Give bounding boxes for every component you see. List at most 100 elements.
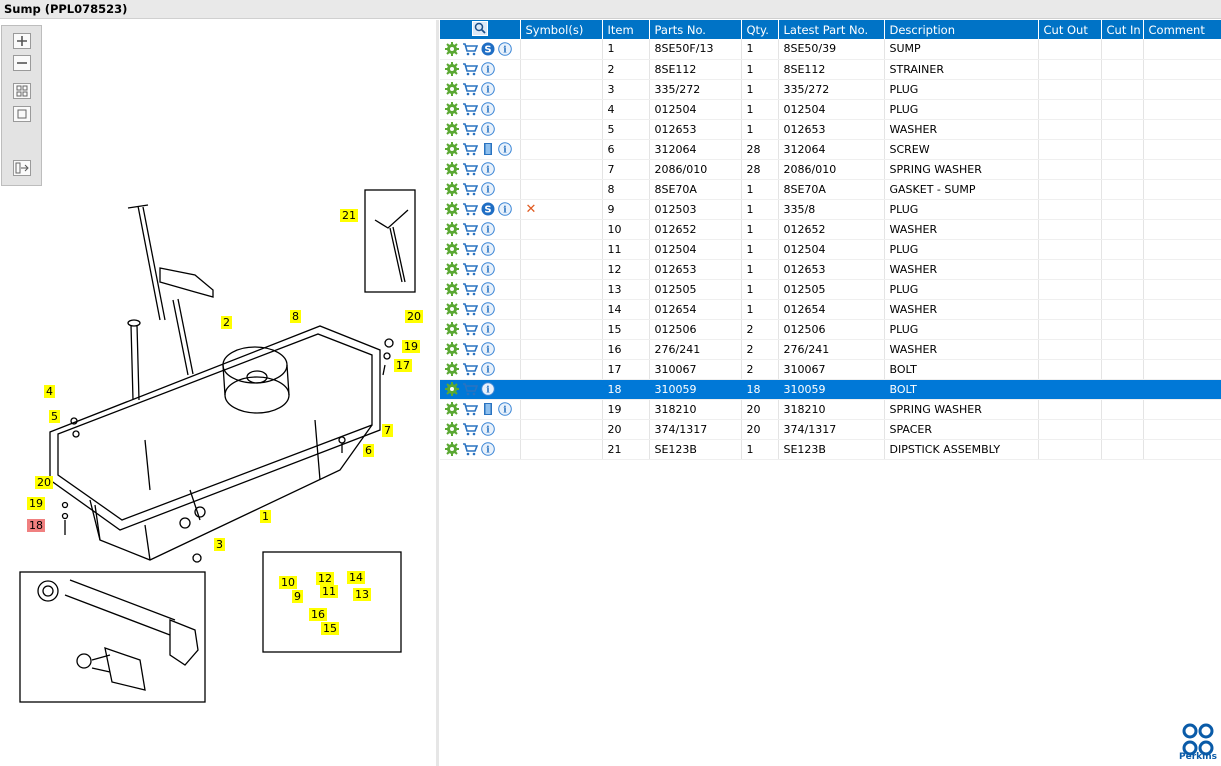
callout-19a[interactable]: 19 bbox=[402, 340, 420, 353]
gear-icon[interactable] bbox=[445, 402, 459, 416]
info-icon[interactable]: i bbox=[481, 122, 495, 136]
callout-20a[interactable]: 20 bbox=[405, 310, 423, 323]
info-icon[interactable]: i bbox=[481, 442, 495, 456]
cart-icon[interactable] bbox=[462, 122, 478, 136]
col-symbols[interactable]: Symbol(s) bbox=[520, 20, 603, 39]
callout-7[interactable]: 7 bbox=[382, 424, 393, 437]
info-icon[interactable]: i bbox=[498, 402, 512, 416]
cart-icon[interactable] bbox=[462, 382, 478, 396]
cart-icon[interactable] bbox=[462, 142, 478, 156]
col-cut-in[interactable]: Cut In bbox=[1101, 20, 1144, 39]
info-icon[interactable]: i bbox=[481, 362, 495, 376]
info-icon[interactable]: i bbox=[481, 382, 495, 396]
info-icon[interactable]: i bbox=[481, 102, 495, 116]
cart-icon[interactable] bbox=[462, 42, 478, 56]
callout-12[interactable]: 12 bbox=[316, 572, 334, 585]
gear-icon[interactable] bbox=[445, 102, 459, 116]
col-parts-no[interactable]: Parts No. bbox=[649, 20, 742, 39]
callout-13[interactable]: 13 bbox=[353, 588, 371, 601]
cart-icon[interactable] bbox=[462, 442, 478, 456]
supersession-icon[interactable]: S bbox=[481, 202, 495, 216]
callout-3[interactable]: 3 bbox=[214, 538, 225, 551]
gear-icon[interactable] bbox=[445, 62, 459, 76]
info-icon[interactable]: i bbox=[481, 222, 495, 236]
actual-size-button[interactable] bbox=[13, 106, 31, 122]
gear-icon[interactable] bbox=[445, 442, 459, 456]
cart-icon[interactable] bbox=[462, 182, 478, 196]
callout-6[interactable]: 6 bbox=[363, 444, 374, 457]
callout-11[interactable]: 11 bbox=[320, 585, 338, 598]
cart-icon[interactable] bbox=[462, 362, 478, 376]
zoom-out-button[interactable] bbox=[13, 55, 31, 71]
callout-5[interactable]: 5 bbox=[49, 410, 60, 423]
info-icon[interactable]: i bbox=[481, 62, 495, 76]
cart-icon[interactable] bbox=[462, 222, 478, 236]
col-item[interactable]: Item bbox=[602, 20, 650, 39]
gear-icon[interactable] bbox=[445, 322, 459, 336]
callout-18[interactable]: 18 bbox=[27, 519, 45, 532]
export-button[interactable] bbox=[13, 160, 31, 176]
info-icon[interactable]: i bbox=[481, 262, 495, 276]
callout-21[interactable]: 21 bbox=[340, 209, 358, 222]
callout-17[interactable]: 17 bbox=[394, 359, 412, 372]
zoom-in-button[interactable] bbox=[13, 33, 31, 49]
cart-icon[interactable] bbox=[462, 422, 478, 436]
kit-book-icon[interactable] bbox=[481, 142, 495, 156]
cart-icon[interactable] bbox=[462, 82, 478, 96]
info-icon[interactable]: i bbox=[481, 422, 495, 436]
exploded-diagram[interactable]: 21 2 8 20 19 17 4 5 7 6 20 19 18 1 3 10 … bbox=[0, 20, 436, 766]
cart-icon[interactable] bbox=[462, 342, 478, 356]
info-icon[interactable]: i bbox=[481, 82, 495, 96]
cart-icon[interactable] bbox=[462, 322, 478, 336]
kit-book-icon[interactable] bbox=[481, 402, 495, 416]
cart-icon[interactable] bbox=[462, 242, 478, 256]
col-comment[interactable]: Comment bbox=[1143, 20, 1221, 39]
gear-icon[interactable] bbox=[445, 142, 459, 156]
info-icon[interactable]: i bbox=[481, 322, 495, 336]
gear-icon[interactable] bbox=[445, 222, 459, 236]
callout-2[interactable]: 2 bbox=[221, 316, 232, 329]
info-icon[interactable]: i bbox=[481, 282, 495, 296]
cart-icon[interactable] bbox=[462, 402, 478, 416]
callout-10[interactable]: 10 bbox=[279, 576, 297, 589]
info-icon[interactable]: i bbox=[481, 242, 495, 256]
callout-19b[interactable]: 19 bbox=[27, 497, 45, 510]
callout-16[interactable]: 16 bbox=[309, 608, 327, 621]
col-cut-out[interactable]: Cut Out bbox=[1038, 20, 1102, 39]
col-qty[interactable]: Qty. bbox=[741, 20, 779, 39]
cart-icon[interactable] bbox=[462, 202, 478, 216]
callout-8[interactable]: 8 bbox=[290, 310, 301, 323]
callout-15[interactable]: 15 bbox=[321, 622, 339, 635]
fit-to-window-button[interactable] bbox=[13, 83, 31, 99]
gear-icon[interactable] bbox=[445, 82, 459, 96]
info-icon[interactable]: i bbox=[481, 302, 495, 316]
gear-icon[interactable] bbox=[445, 182, 459, 196]
callout-20b[interactable]: 20 bbox=[35, 476, 53, 489]
gear-icon[interactable] bbox=[445, 242, 459, 256]
cart-icon[interactable] bbox=[462, 162, 478, 176]
gear-icon[interactable] bbox=[445, 382, 459, 396]
cart-icon[interactable] bbox=[462, 302, 478, 316]
cart-icon[interactable] bbox=[462, 62, 478, 76]
gear-icon[interactable] bbox=[445, 202, 459, 216]
gear-icon[interactable] bbox=[445, 41, 459, 56]
callout-14[interactable]: 14 bbox=[347, 571, 365, 584]
gear-icon[interactable] bbox=[445, 422, 459, 436]
info-icon[interactable]: i bbox=[498, 142, 512, 156]
callout-4[interactable]: 4 bbox=[44, 385, 55, 398]
